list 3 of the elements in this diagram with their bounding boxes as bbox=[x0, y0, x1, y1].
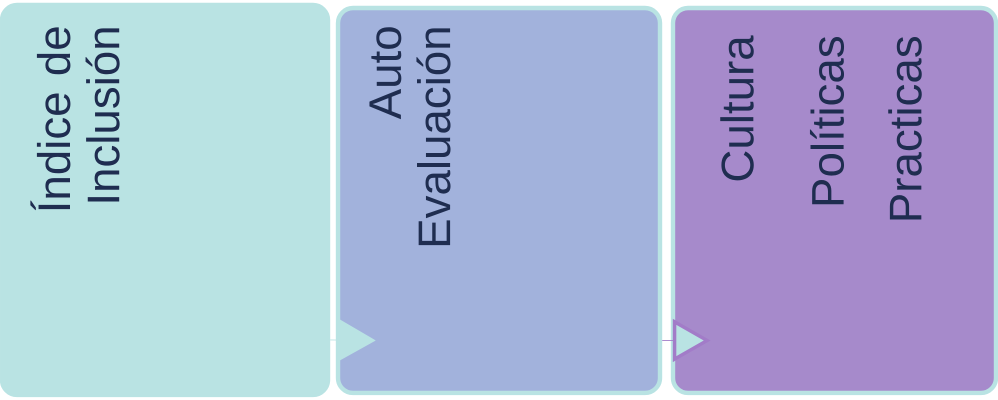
process-box: Cultura Políticas Practicas bbox=[670, 6, 998, 396]
process-box: Auto Evaluación bbox=[336, 6, 662, 396]
process-box: Índice de Inclusión bbox=[0, 2, 330, 398]
